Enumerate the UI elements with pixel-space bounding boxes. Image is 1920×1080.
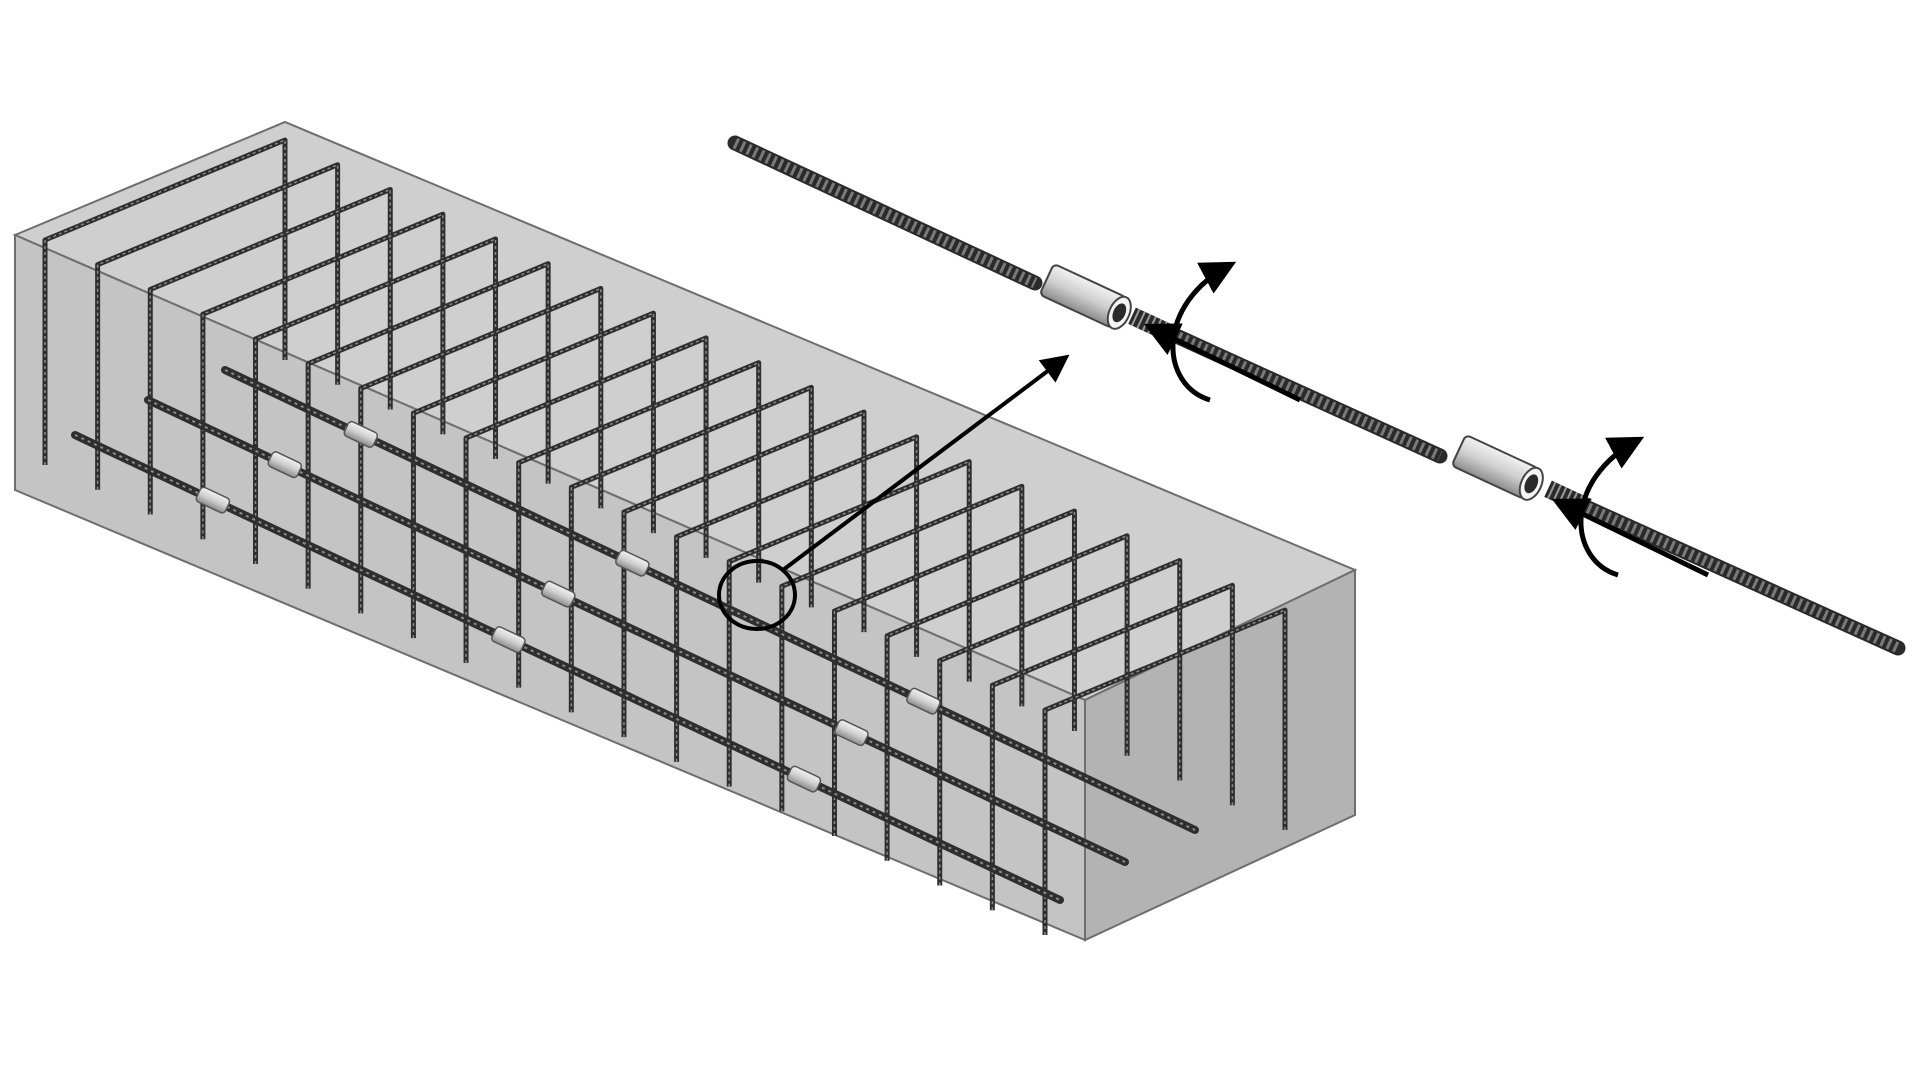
upper-rod-segment-ribs (732, 138, 1038, 288)
stirrup-ribs (254, 237, 497, 564)
stirrup-ribs (465, 336, 707, 663)
stirrup-ribs (149, 188, 392, 515)
longitudinal-bar (71, 431, 1064, 904)
thread-line (1552, 484, 1562, 502)
stirrup-ribs (781, 485, 1023, 812)
longitudinal-bar-ribs (147, 399, 1126, 863)
stirrup-ribs (1044, 608, 1286, 935)
coupler-bore (1524, 474, 1539, 494)
bar-coupler (491, 626, 526, 654)
insertion-arrow (1143, 323, 1302, 403)
stirrup-ribs (938, 559, 1181, 886)
thread-line (1130, 308, 1141, 327)
insertion-arrow (1551, 498, 1710, 578)
bar-coupler (834, 719, 869, 747)
callout-arrow (781, 354, 1070, 572)
stirrup-ribs (96, 163, 339, 490)
exploded-coupler-assembly (727, 135, 1906, 656)
stirrup-ribs (517, 361, 760, 688)
middle-rod-segment-ribs (1169, 328, 1443, 462)
bar-coupler (906, 687, 941, 715)
stirrup-ribs (991, 584, 1234, 911)
bar-coupler (195, 486, 231, 514)
stirrup-ribs (570, 386, 813, 713)
bar-coupler (786, 765, 822, 793)
thread-line (1546, 481, 1557, 500)
upper-rotation-arrow (1143, 261, 1302, 403)
upper-coupler (1040, 264, 1132, 330)
bar-coupler (541, 580, 576, 608)
lower-coupler (1452, 435, 1544, 501)
lower-rod-segment-ribs (1585, 502, 1901, 654)
stirrup-ribs (44, 138, 286, 465)
stirrup-ribs (412, 312, 655, 639)
stirrup-ribs (623, 410, 865, 738)
longitudinal-bar (221, 366, 1199, 834)
stirrup-ribs (202, 213, 444, 540)
stirrup-ribs (360, 287, 602, 614)
stirrup-ribs (728, 460, 970, 787)
longitudinal-bars (71, 366, 1199, 904)
lower-rotation-arrow (1551, 436, 1710, 578)
stirrup-ribs (886, 534, 1128, 861)
coupler-bore (1112, 303, 1127, 323)
stirrup-ribs (833, 509, 1076, 837)
stirrup-ribs (675, 435, 918, 762)
bar-coupler (615, 549, 650, 577)
bar-coupler (267, 451, 303, 479)
stirrup-ribs (307, 262, 549, 589)
detail-magnifier-callout (717, 559, 797, 631)
thread-line (1136, 311, 1146, 329)
detail-callout (717, 354, 1070, 631)
bar-coupler (343, 420, 379, 448)
